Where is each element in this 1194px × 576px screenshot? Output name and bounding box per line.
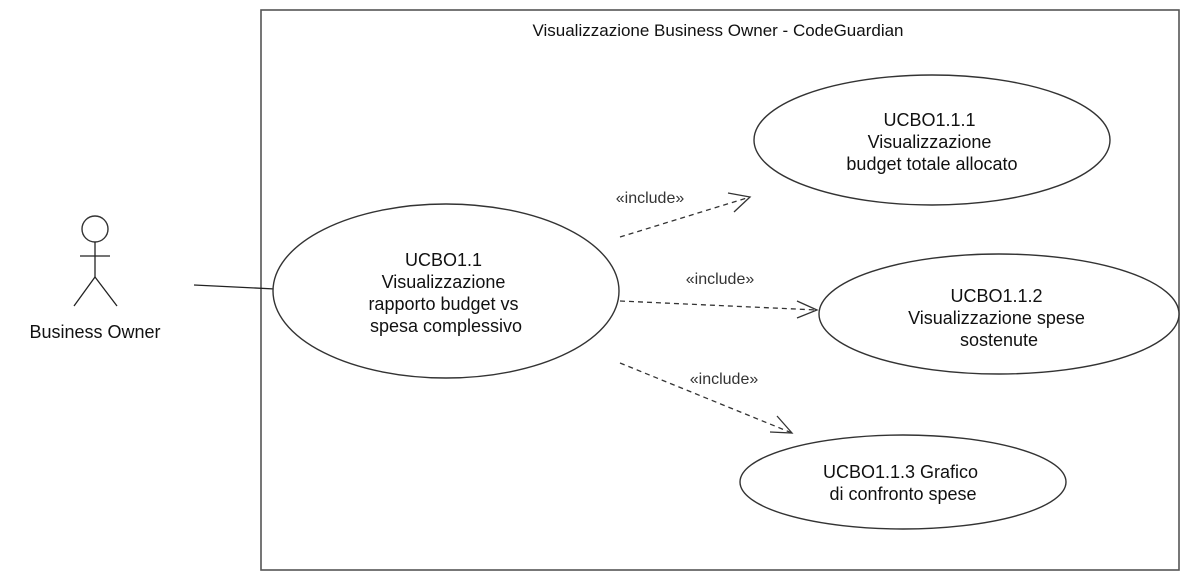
use-case-label: UCBO1.1.1 Visualizzazione budget totale …	[846, 110, 1017, 174]
use-case-label: UCBO1.1 Visualizzazione rapporto budget …	[368, 250, 523, 336]
include-relation-1[interactable]: «include»	[616, 190, 752, 238]
include-label: «include»	[686, 271, 755, 288]
include-line	[619, 362, 793, 434]
use-case-ucbo1-1[interactable]: UCBO1.1 Visualizzazione rapporto budget …	[272, 203, 620, 379]
include-label: «include»	[690, 371, 759, 388]
include-line	[619, 196, 751, 238]
arrow-head-icon	[796, 300, 819, 319]
use-case-ucbo1-1-2[interactable]: UCBO1.1.2 Visualizzazione spese sostenut…	[818, 253, 1180, 375]
actor-right-leg	[94, 276, 118, 307]
use-case-ucbo1-1-1[interactable]: UCBO1.1.1 Visualizzazione budget totale …	[753, 74, 1111, 206]
system-title: Visualizzazione Business Owner - CodeGua…	[532, 21, 903, 40]
use-case-ucbo1-1-3[interactable]: UCBO1.1.3 Grafico di confronto spese	[739, 434, 1067, 530]
use-case-label: UCBO1.1.2 Visualizzazione spese sostenut…	[908, 286, 1090, 350]
arrow-head-icon	[727, 192, 752, 213]
include-relation-3[interactable]: «include»	[619, 362, 794, 434]
use-case-ellipse	[739, 434, 1067, 530]
include-label: «include»	[616, 190, 685, 207]
use-case-ellipse	[272, 203, 620, 379]
arrow-head-icon	[769, 415, 794, 434]
include-relation-2[interactable]: «include»	[619, 271, 819, 319]
actor-business-owner[interactable]: Business Owner	[29, 215, 161, 342]
actor-left-leg	[73, 276, 96, 307]
actor-head	[81, 215, 109, 243]
association-line[interactable]	[193, 284, 276, 290]
include-line	[619, 300, 818, 311]
actor-label: Business Owner	[29, 322, 160, 342]
use-case-label: UCBO1.1.3 Grafico di confronto spese	[823, 462, 983, 504]
use-case-ellipse	[753, 74, 1111, 206]
use-case-ellipse	[818, 253, 1180, 375]
